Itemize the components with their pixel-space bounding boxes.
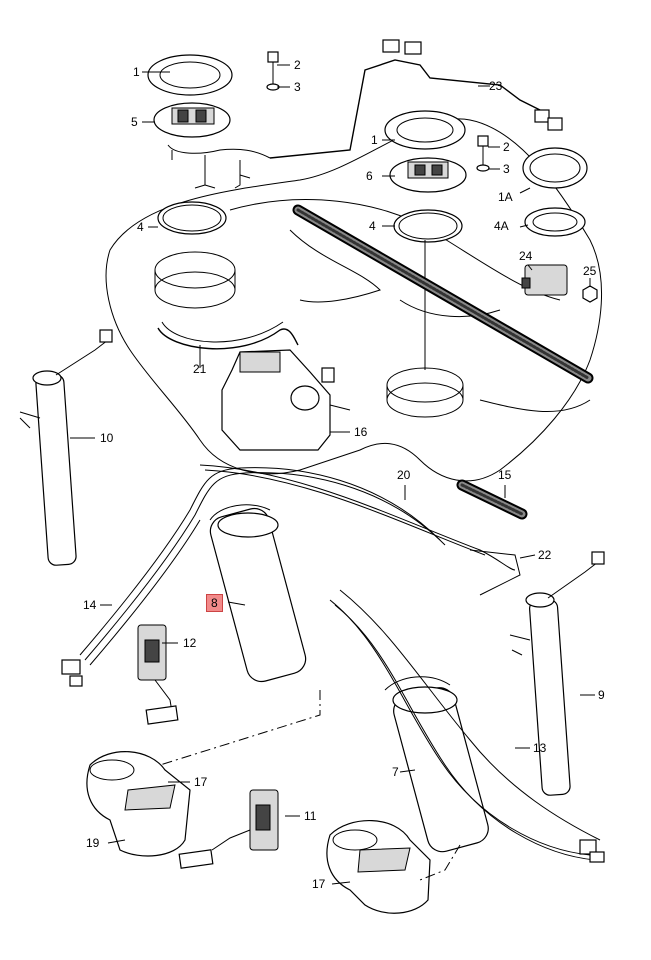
float-11 bbox=[178, 849, 214, 869]
seal-ring-4A bbox=[524, 207, 586, 237]
callout-15[interactable]: 15 bbox=[498, 468, 512, 482]
locking-ring-1A bbox=[522, 147, 588, 189]
callout-17-bottom[interactable]: 17 bbox=[312, 877, 326, 891]
level-sensor-10 bbox=[35, 374, 77, 566]
hose-21 bbox=[157, 327, 299, 350]
callout-11[interactable]: 11 bbox=[304, 809, 317, 823]
callout-4A[interactable]: 4A bbox=[494, 219, 509, 233]
screw-top bbox=[267, 51, 279, 63]
callout-16[interactable]: 16 bbox=[354, 425, 368, 439]
breather-pipe-23 bbox=[269, 59, 541, 159]
fuel-lines-13 bbox=[329, 599, 591, 856]
callout-25[interactable]: 25 bbox=[583, 264, 597, 278]
leader-lines bbox=[70, 64, 595, 885]
level-sensor-9 bbox=[528, 599, 571, 796]
callout-24[interactable]: 24 bbox=[519, 249, 533, 263]
fuel-lines-20 bbox=[199, 464, 516, 571]
callout-4-mid[interactable]: 4 bbox=[369, 219, 376, 233]
callout-13[interactable]: 13 bbox=[533, 741, 547, 755]
callout-1-right[interactable]: 1 bbox=[371, 133, 378, 147]
flange-ring-top-left bbox=[147, 54, 233, 96]
fuel-pump-8 bbox=[209, 507, 307, 683]
callout-12[interactable]: 12 bbox=[183, 636, 197, 650]
vent-container-16 bbox=[221, 349, 331, 451]
callout-23[interactable]: 23 bbox=[489, 79, 503, 93]
o-ring-left bbox=[157, 201, 227, 235]
flange-ring-right bbox=[384, 110, 466, 150]
callout-14[interactable]: 14 bbox=[83, 598, 97, 612]
callout-1-top[interactable]: 1 bbox=[133, 65, 140, 79]
fuel-lines-22 bbox=[469, 549, 521, 596]
callout-21[interactable]: 21 bbox=[193, 362, 207, 376]
fuel-lines-14 bbox=[79, 467, 441, 656]
callout-20[interactable]: 20 bbox=[397, 468, 411, 482]
callout-5[interactable]: 5 bbox=[131, 115, 138, 129]
screw-right bbox=[477, 135, 489, 147]
fuel-tank-outline bbox=[105, 118, 603, 482]
callout-10[interactable]: 10 bbox=[100, 431, 114, 445]
callout-4-left[interactable]: 4 bbox=[137, 220, 144, 234]
callout-1A[interactable]: 1A bbox=[498, 190, 513, 204]
callout-6[interactable]: 6 bbox=[366, 169, 373, 183]
o-ring-mid bbox=[393, 209, 463, 243]
callout-2-top[interactable]: 2 bbox=[294, 58, 301, 72]
callout-22[interactable]: 22 bbox=[538, 548, 552, 562]
callout-3-right[interactable]: 3 bbox=[503, 162, 510, 176]
callout-17-left[interactable]: 17 bbox=[194, 775, 208, 789]
callout-2-right[interactable]: 2 bbox=[503, 140, 510, 154]
callout-9[interactable]: 9 bbox=[598, 688, 605, 702]
callout-19[interactable]: 19 bbox=[86, 836, 100, 850]
callout-8-highlighted[interactable]: 8 bbox=[206, 594, 223, 612]
callout-7[interactable]: 7 bbox=[392, 765, 399, 779]
nut-25 bbox=[582, 285, 598, 303]
callout-3-top[interactable]: 3 bbox=[294, 80, 301, 94]
float-12 bbox=[145, 705, 179, 725]
